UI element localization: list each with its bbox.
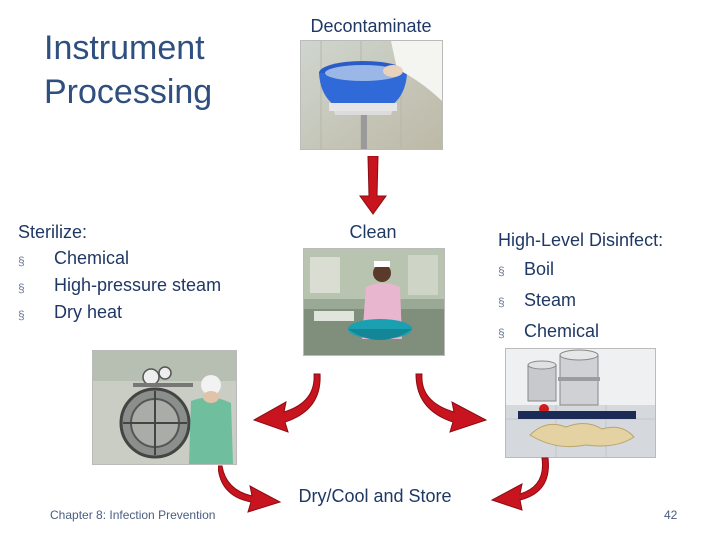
sterilize-heading: Sterilize:	[18, 222, 88, 242]
step-decontaminate-label: Decontaminate	[310, 16, 432, 36]
sterilize-photo	[92, 350, 237, 465]
curved-arrow-icon	[490, 456, 550, 512]
sterilize-item-label: High-pressure steam	[54, 275, 222, 295]
step-dry-store-label: Dry/Cool and Store	[298, 486, 452, 506]
footer-chapter: Chapter 8: Infection Prevention	[50, 508, 216, 522]
sterilize-item-label: Dry heat	[54, 302, 123, 322]
step-clean-label: Clean	[349, 222, 397, 242]
hld-item: § Boil	[498, 255, 713, 286]
sterilize-item: § Dry heat	[18, 300, 238, 327]
sterilize-item: § Chemical	[18, 246, 238, 273]
bullet-glyph: §	[18, 254, 25, 268]
bullet-glyph: §	[18, 308, 25, 322]
title-line-2: Processing	[44, 73, 213, 111]
sterilize-item-label: Chemical	[54, 248, 130, 268]
curved-arrow-icon	[252, 372, 322, 434]
sterilize-item: § High-pressure steam	[18, 273, 238, 300]
hld-heading: High-Level Disinfect:	[498, 230, 664, 250]
hld-item-label: Boil	[524, 259, 555, 279]
arrow-down-icon	[358, 156, 388, 216]
hld-list: High-Level Disinfect: § Boil § Steam § C…	[498, 226, 713, 348]
hld-item-label: Chemical	[524, 321, 600, 341]
sterilize-list: Sterilize: § Chemical § High-pressure st…	[18, 220, 238, 327]
hld-item-label: Steam	[524, 290, 577, 310]
bullet-glyph: §	[18, 281, 25, 295]
curved-arrow-icon	[218, 464, 282, 514]
slide-title: Instrument Processing	[44, 26, 274, 114]
hld-item: § Steam	[498, 286, 713, 317]
bullet-glyph: §	[498, 326, 505, 340]
title-line-1: Instrument	[44, 29, 205, 67]
page-number: 42	[664, 508, 678, 522]
bullet-glyph: §	[498, 264, 505, 278]
hld-item: § Chemical	[498, 317, 713, 348]
disinfect-photo	[505, 348, 656, 458]
decontaminate-photo	[300, 40, 443, 150]
bullet-glyph: §	[498, 295, 505, 309]
curved-arrow-icon	[414, 372, 488, 434]
clean-photo	[303, 248, 445, 356]
